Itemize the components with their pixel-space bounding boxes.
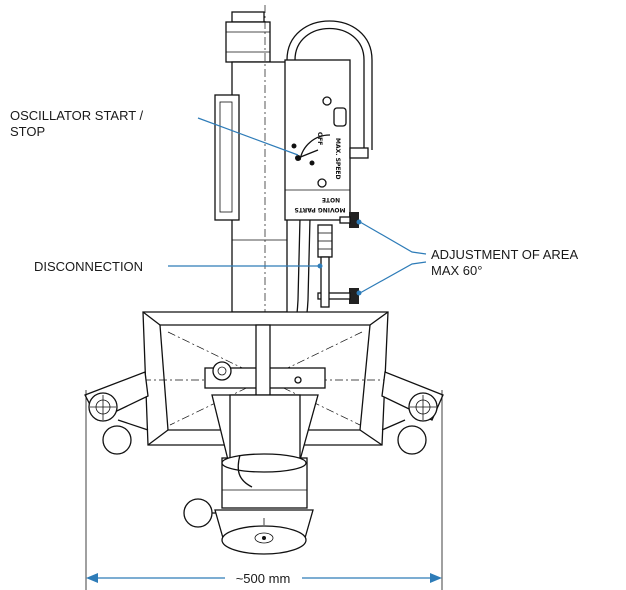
- off-label: OFF: [316, 132, 323, 145]
- note-label: NOTE: [322, 196, 340, 203]
- disconnection-label: DISCONNECTION: [34, 259, 143, 274]
- frame: [142, 311, 389, 446]
- max-speed-label: MAX. SPEED: [334, 138, 341, 180]
- oscillator-label-line1: OSCILLATOR START /: [10, 108, 144, 123]
- side-arms: [84, 371, 444, 455]
- moving-parts-label: MOVING PARTS: [294, 206, 345, 213]
- callouts: [168, 117, 427, 296]
- oscillator-label-line2: STOP: [10, 124, 45, 139]
- spray-head: [183, 394, 319, 555]
- adjustment-knobs: [317, 212, 359, 304]
- width-dimension: ~500 mm: [85, 390, 443, 590]
- adjustment-label-line2: MAX 60°: [431, 263, 482, 278]
- width-label: ~500 mm: [236, 571, 291, 586]
- adjustment-label-line1: ADJUSTMENT OF AREA: [431, 247, 578, 262]
- column: [214, 5, 288, 460]
- control-box: OFF MAX. SPEED NOTE MOVING PARTS: [284, 59, 369, 221]
- coupling: [317, 224, 333, 308]
